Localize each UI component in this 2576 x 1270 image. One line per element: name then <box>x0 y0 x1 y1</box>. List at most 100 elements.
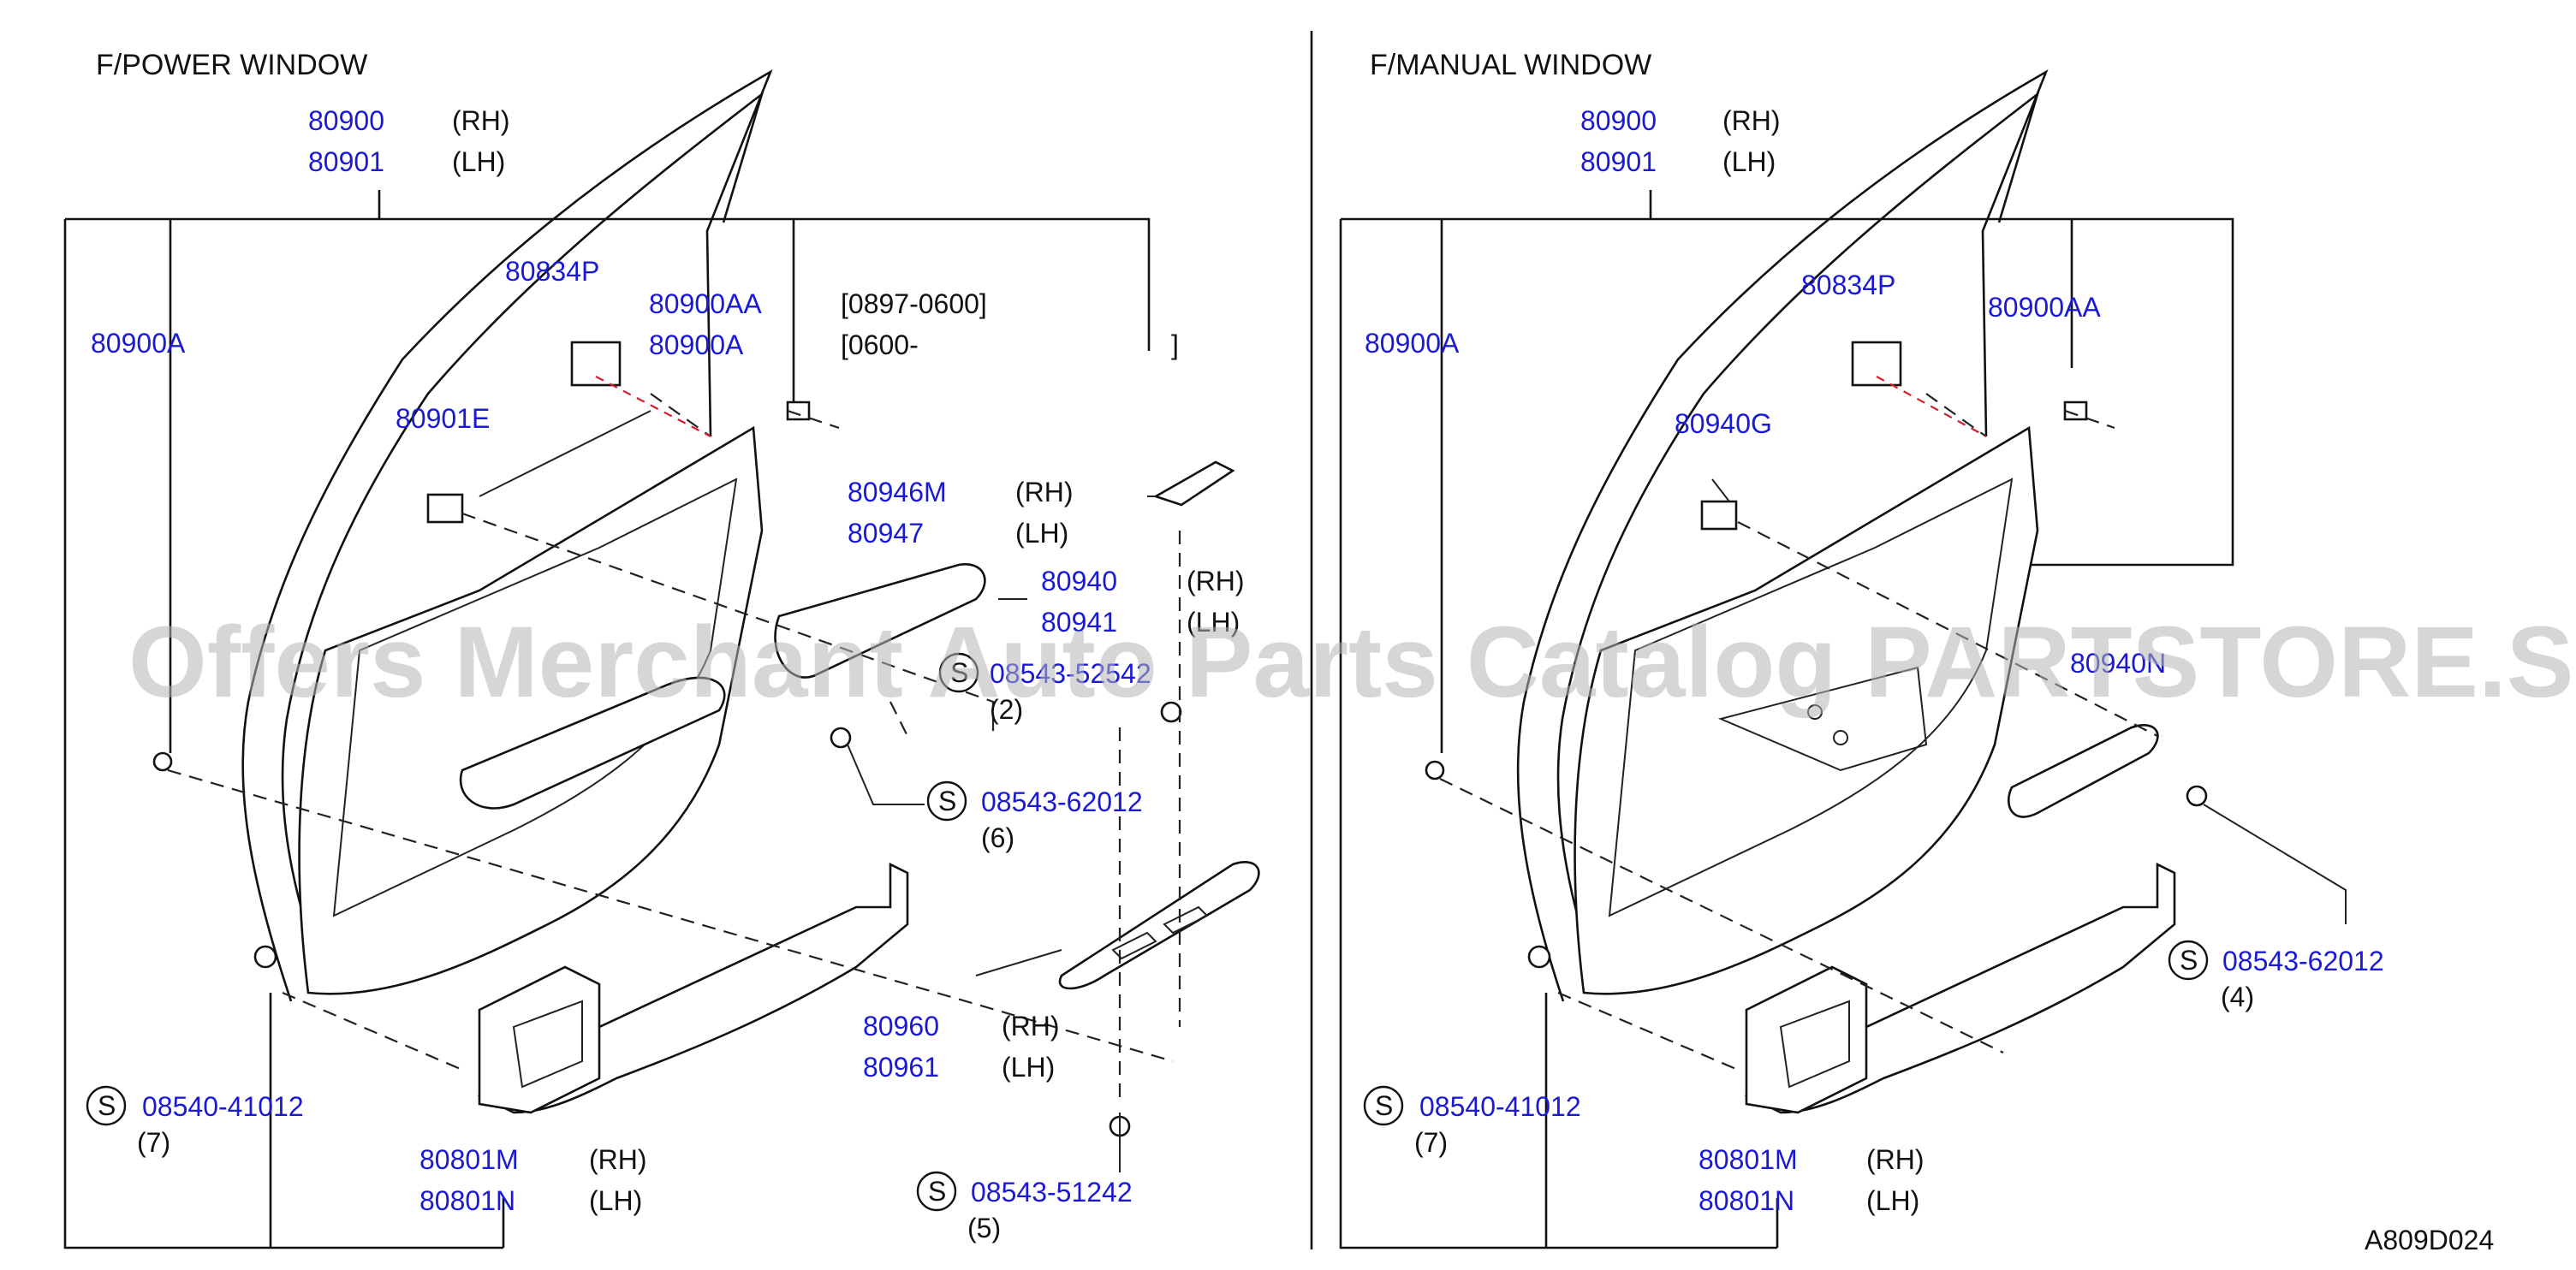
left-label-80946M-side: (RH) <box>1015 477 1074 507</box>
right-label-80801N: 80801N <box>1698 1185 1794 1216</box>
left-label-screw-b: 08543-62012 <box>981 786 1143 817</box>
left-armrest <box>459 676 726 810</box>
left-label-80901: 80901 <box>308 146 384 177</box>
left-s-mark-c <box>86 1085 127 1126</box>
right-label-80901-side: (LH) <box>1722 146 1776 177</box>
right-label-80901: 80901 <box>1580 146 1657 177</box>
left-label-80961-side: (LH) <box>1002 1052 1055 1083</box>
left-panel: F/POWER WINDOW 80900 <box>63 49 1260 1249</box>
left-label-80961: 80961 <box>863 1052 939 1083</box>
diagram-code: A809D024 <box>2365 1225 2494 1255</box>
left-label-80901-side: (LH) <box>452 146 505 177</box>
left-label-80900: 80900 <box>308 105 384 136</box>
left-dashed-leaders <box>167 393 1181 1104</box>
left-screw-lower <box>253 945 277 969</box>
right-regulator-area <box>1717 666 1928 772</box>
left-label-80900AA: 80900AA <box>649 288 762 319</box>
right-label-80801N-side: (LH) <box>1866 1185 1919 1216</box>
left-label-80801N: 80801N <box>419 1185 515 1216</box>
right-s-mark-c <box>1363 1085 1404 1126</box>
left-label-80801M: 80801M <box>419 1144 519 1175</box>
left-s-mark-b <box>926 780 967 822</box>
left-switch-buttons <box>1111 905 1209 960</box>
left-label-80834P: 80834P <box>505 256 599 287</box>
left-s-mark-a-text: S <box>950 657 968 688</box>
right-title: F/MANUAL WINDOW <box>1370 49 1651 81</box>
right-clip-top <box>2063 401 2088 421</box>
right-label-80801M-side: (RH) <box>1866 1144 1925 1175</box>
right-label-80900A: 80900A <box>1365 328 1460 359</box>
right-door-trim <box>1574 425 2039 995</box>
right-label-screw-b: 08543-62012 <box>2222 946 2384 976</box>
left-clip-80901E <box>426 493 464 524</box>
left-speaker-inner <box>512 1000 583 1089</box>
left-screw-upper <box>152 751 173 772</box>
right-label-screw-c-qty: (7) <box>1414 1127 1448 1158</box>
right-screw-armrest <box>2186 785 2208 807</box>
left-s-mark-d-text: S <box>928 1176 946 1207</box>
right-s-mark-b-text: S <box>2180 945 2198 976</box>
left-switch-panel <box>1058 861 1260 990</box>
left-speaker-grille <box>478 965 601 1114</box>
left-label-80947: 80947 <box>848 518 924 549</box>
right-label-80900-side: (RH) <box>1722 105 1781 136</box>
right-label-80940N: 80940N <box>2070 648 2166 679</box>
left-screw-mid <box>830 727 852 749</box>
left-label-screw-c-qty: (7) <box>137 1127 170 1158</box>
right-window-frame-inner <box>1556 91 2040 985</box>
right-speaker-grille <box>1745 965 1868 1114</box>
left-label-80947-side: (LH) <box>1015 518 1068 549</box>
left-label-80801M-side: (RH) <box>589 1144 647 1175</box>
right-window-frame <box>1516 69 2049 1002</box>
left-label-80946M: 80946M <box>848 477 947 507</box>
right-label-screw-c: 08540-41012 <box>1419 1091 1581 1122</box>
right-panel: F/MANUAL WINDOW 80900 (RH) 80901 (LH) 80… <box>1339 49 2384 1249</box>
left-label-range-close: ] <box>1171 329 1179 360</box>
left-label-80900A: 80900A <box>91 328 186 359</box>
right-pad-80834P <box>1851 341 1902 387</box>
left-label-80941: 80941 <box>1041 607 1117 638</box>
left-clip-top <box>786 401 811 421</box>
left-label-80960-side: (RH) <box>1002 1011 1060 1042</box>
left-s-mark-a <box>938 652 979 693</box>
left-label-80900AA-range: [0897-0600] <box>841 288 987 319</box>
right-door-trim-inner <box>1608 478 2014 917</box>
left-window-frame-inner <box>281 91 764 985</box>
right-label-80834P: 80834P <box>1801 270 1895 300</box>
right-s-mark-c-text: S <box>1375 1090 1393 1121</box>
right-screw-upper <box>1425 760 1445 780</box>
right-speaker-inner <box>1779 1000 1850 1089</box>
right-regulator-hole-2 <box>1833 730 1848 745</box>
watermark: Offers Merchant Auto Parts Catalog PARTS… <box>128 606 2576 719</box>
left-label-screw-a-qty: (2) <box>990 694 1023 725</box>
left-label-screw-d: 08543-51242 <box>971 1177 1133 1208</box>
left-label-80941-side: (LH) <box>1187 607 1240 638</box>
right-dashed-leaders <box>1439 393 2158 1071</box>
left-label-screw-d-qty: (5) <box>967 1213 1001 1243</box>
left-label-screw-b-qty: (6) <box>981 822 1014 853</box>
left-pull-handle <box>774 563 986 679</box>
left-label-80901E: 80901E <box>396 403 490 434</box>
left-solid-leaders <box>479 410 1156 1172</box>
left-label-80940: 80940 <box>1041 566 1117 596</box>
left-cover-80946M <box>1152 460 1235 507</box>
right-label-80801M: 80801M <box>1698 1144 1798 1175</box>
right-solid-leaders <box>1711 478 2347 924</box>
left-s-mark-d <box>916 1171 957 1212</box>
left-label-80900-side: (RH) <box>452 105 510 136</box>
left-label-80900A-b-range: [0600- <box>841 329 919 360</box>
left-label-screw-c: 08540-41012 <box>142 1091 304 1122</box>
right-label-80900: 80900 <box>1580 105 1657 136</box>
right-screw-lower <box>1527 945 1551 969</box>
left-s-mark-c-text: S <box>98 1090 116 1121</box>
left-label-80940-side: (RH) <box>1187 566 1245 596</box>
left-pad-80834P <box>570 341 622 387</box>
left-s-mark-b-text: S <box>938 786 956 816</box>
right-red-leader <box>1876 376 1987 437</box>
right-armrest <box>2008 724 2159 818</box>
right-s-mark-b <box>2168 940 2209 981</box>
left-window-frame <box>241 69 773 1002</box>
right-label-screw-b-qty: (4) <box>2221 982 2254 1012</box>
right-frame <box>1339 190 2234 1249</box>
